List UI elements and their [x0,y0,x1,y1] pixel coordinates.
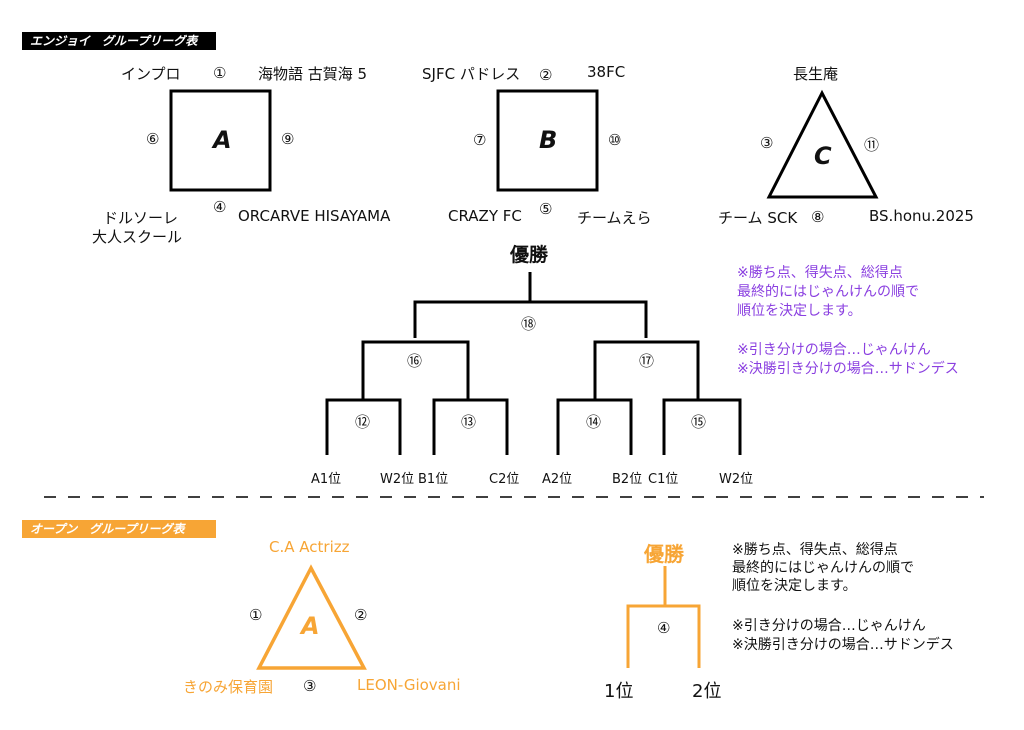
enjoy-b-team-top-right: 38FC [587,63,626,81]
enjoy-b-team-bottom-right: チームえら [577,209,652,227]
enjoy-a-team-bottom-left-1: ドルソーレ [103,209,179,227]
enjoy-a-match-top: ① [213,64,227,82]
enjoy-c-team-top: 長生庵 [793,65,839,83]
enjoy-bracket-lines [325,272,742,455]
open-a-match-bottom: ③ [303,677,317,695]
enjoy-final-match: ⑱ [521,315,537,333]
open-champion-title: 優勝 [644,542,684,566]
enjoy-b-match-right: ⑩ [608,131,622,149]
enjoy-note-1: ※勝ち点、得失点、総得点 [737,265,903,281]
enjoy-b-letter: B [539,126,558,154]
enjoy-b-match-left: ⑦ [473,131,487,149]
enjoy-slot-2: W2位 [380,472,415,487]
enjoy-c-match-bottom: ⑧ [811,208,825,226]
enjoy-slot-7: C1位 [648,472,679,487]
enjoy-b-match-bottom: ⑤ [539,200,553,218]
open-slot-2: 2位 [692,681,722,702]
enjoy-quarter-match-3: ⑭ [586,413,602,431]
enjoy-a-team-top-left: インプロ [121,65,181,83]
enjoy-quarter-match-1: ⑫ [355,413,371,431]
open-note-2: 最終的にはじゃんけんの順で [732,560,914,576]
open-a-letter: A [301,612,320,640]
open-note-4: ※引き分けの場合…じゃんけん [732,618,926,634]
enjoy-slot-3: B1位 [418,472,449,487]
enjoy-quarter-match-2: ⑬ [461,413,477,431]
open-group-banner: オープン グループリーグ表 [22,520,216,538]
enjoy-a-match-right: ⑨ [281,130,295,148]
enjoy-a-team-bottom-right: ORCARVE HISAYAMA [238,207,391,225]
open-a-team-bottom-right: LEON-Giovani [357,676,461,694]
open-a-team-bottom-left: きのみ保育園 [183,678,274,696]
open-note-1: ※勝ち点、得失点、総得点 [732,542,898,558]
enjoy-semi-match-1: ⑯ [407,352,423,370]
enjoy-b-match-top: ② [539,66,553,84]
enjoy-group-c-triangle [766,89,879,199]
enjoy-note-4: ※引き分けの場合…じゃんけん [737,342,931,358]
enjoy-a-letter: A [213,126,232,154]
enjoy-note-5: ※決勝引き分けの場合…サドンデス [737,361,959,377]
enjoy-c-letter: C [814,142,832,170]
enjoy-group-b-square [496,89,599,192]
enjoy-slot-6: B2位 [612,472,643,487]
enjoy-group-a-square [169,89,272,192]
open-final-match: ④ [657,619,671,637]
enjoy-c-match-right: ⑪ [864,136,880,154]
enjoy-slot-8: W2位 [719,472,754,487]
enjoy-note-3: 順位を決定します。 [737,303,862,319]
enjoy-group-banner: エンジョイ グループリーグ表 [22,32,216,50]
enjoy-a-match-bottom: ④ [213,198,227,216]
open-slot-1: 1位 [604,681,634,702]
open-note-5: ※決勝引き分けの場合…サドンデス [732,637,954,653]
enjoy-quarter-match-4: ⑮ [691,413,707,431]
enjoy-b-team-bottom-left: CRAZY FC [448,207,522,225]
open-bracket-lines [626,566,701,668]
enjoy-c-match-left: ③ [760,134,774,152]
open-note-3: 順位を決定します。 [732,578,857,594]
enjoy-slot-4: C2位 [489,472,520,487]
enjoy-a-team-bottom-left-2: 大人スクール [92,228,183,246]
enjoy-c-team-bottom-right: BS.honu.2025 [869,207,974,225]
enjoy-a-match-left: ⑥ [146,130,160,148]
enjoy-semi-match-2: ⑰ [639,352,655,370]
enjoy-c-team-bottom-left: チーム SCK [718,209,798,227]
enjoy-champion-title: 優勝 [510,244,549,266]
enjoy-a-team-top-right: 海物語 古賀海 5 [258,65,368,83]
open-a-match-left: ① [249,606,263,624]
open-a-match-right: ② [354,606,368,624]
open-group-a-triangle [256,564,367,670]
enjoy-b-team-top-left: SJFC パドレス [422,65,521,83]
open-a-team-top: C.A Actrizz [269,538,350,556]
enjoy-note-2: 最終的にはじゃんけんの順で [737,284,919,300]
enjoy-slot-1: A1位 [311,472,342,487]
enjoy-slot-5: A2位 [542,472,573,487]
